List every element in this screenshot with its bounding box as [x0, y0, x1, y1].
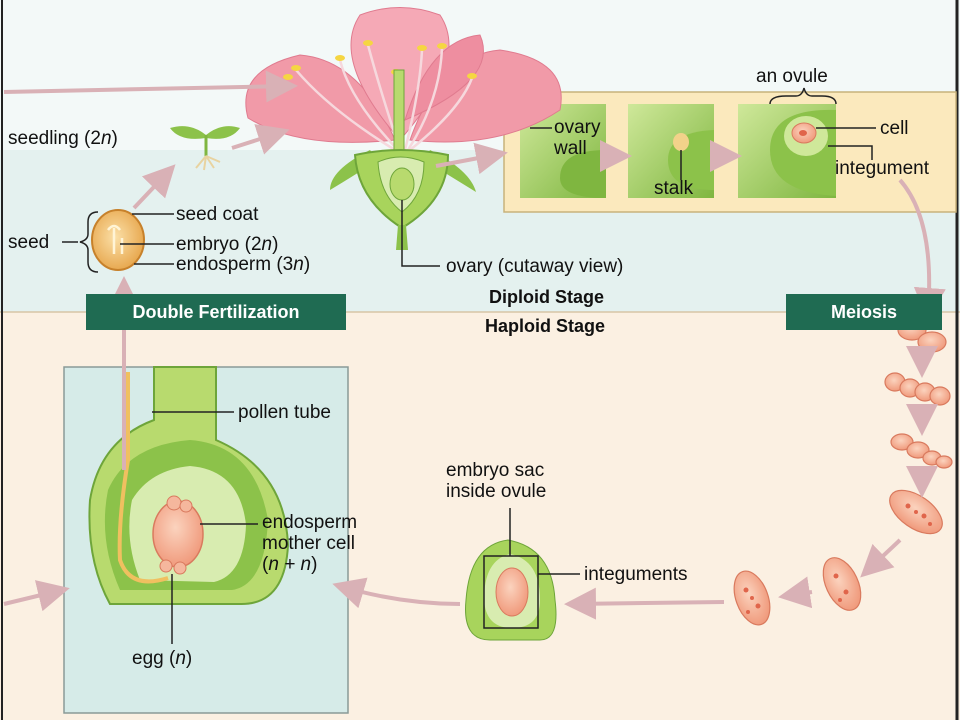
haploid-stage-label: Haploid Stage: [485, 316, 606, 336]
ovary-wall-label: ovary wall: [554, 117, 601, 159]
egg-label: egg (n): [132, 648, 193, 669]
seed-coat-label: seed coat: [176, 204, 259, 225]
seed-label: seed: [8, 232, 50, 253]
arrow-seedling-to-flower: [231, 124, 290, 155]
arrow-meiosis-4: [860, 538, 902, 578]
arrow-panel-to-meiosis: [898, 178, 946, 320]
seed: [91, 209, 145, 271]
an-ovule-label: an ovule: [756, 66, 828, 87]
embryo-sac-cell: [495, 567, 529, 617]
flower: [245, 7, 562, 250]
ovule-step-3-nucleus: [799, 130, 807, 136]
embryo-label: embryo (2n): [176, 234, 279, 255]
petal-back: [404, 34, 484, 121]
arrow-sac-to-fert: [332, 577, 461, 609]
embryo-sac-label: embryo sac inside ovule: [446, 460, 547, 502]
ovary-ovule: [389, 167, 415, 201]
seedling-label: seedling (2n): [8, 128, 118, 149]
arrow-meiosis-5: [778, 576, 813, 609]
arrow-seed-to-seedling: [132, 164, 176, 210]
ovule-step-2-stalk-tip: [673, 133, 689, 151]
cell-label: cell: [880, 118, 909, 139]
meiosis-cell-spots: [743, 503, 932, 614]
endosperm-mother-cell-label: endosperm mother cell: [262, 512, 358, 554]
seedling: [170, 126, 240, 171]
arrow-flower-to-panel: [435, 142, 508, 175]
ovary-leader: [401, 200, 440, 267]
integument-label: integument: [835, 158, 930, 179]
pollen-tube-label: pollen tube: [238, 402, 331, 423]
an-ovule-brace: [769, 87, 837, 105]
arrow-left-edge-to-flower: [3, 70, 298, 103]
integument-leader: [828, 145, 873, 160]
meiosis-box: Meiosis: [786, 294, 942, 330]
arrow-left-edge-to-fert: [3, 580, 70, 612]
ovary-cutaway-label: ovary (cutaway view): [446, 256, 624, 277]
endosperm-label: endosperm (3n): [176, 254, 311, 275]
cycle-arrows: [3, 70, 946, 620]
double-fertilization-box: Double Fertilization: [86, 294, 346, 330]
ovule-step-1-bump: [560, 150, 606, 198]
n-plus-n-label: (n + n): [262, 554, 318, 575]
arrow-to-embryo-sac: [564, 587, 725, 620]
embryo-sac-highlight: [483, 555, 539, 629]
diploid-stage-label: Diploid Stage: [489, 287, 605, 307]
pollen-tube: [117, 372, 169, 584]
seed-brace: [79, 211, 99, 273]
integuments-label: integuments: [584, 564, 688, 585]
endosperm-mother-cell-shape: [152, 495, 204, 575]
stalk-label: stalk: [654, 178, 694, 199]
